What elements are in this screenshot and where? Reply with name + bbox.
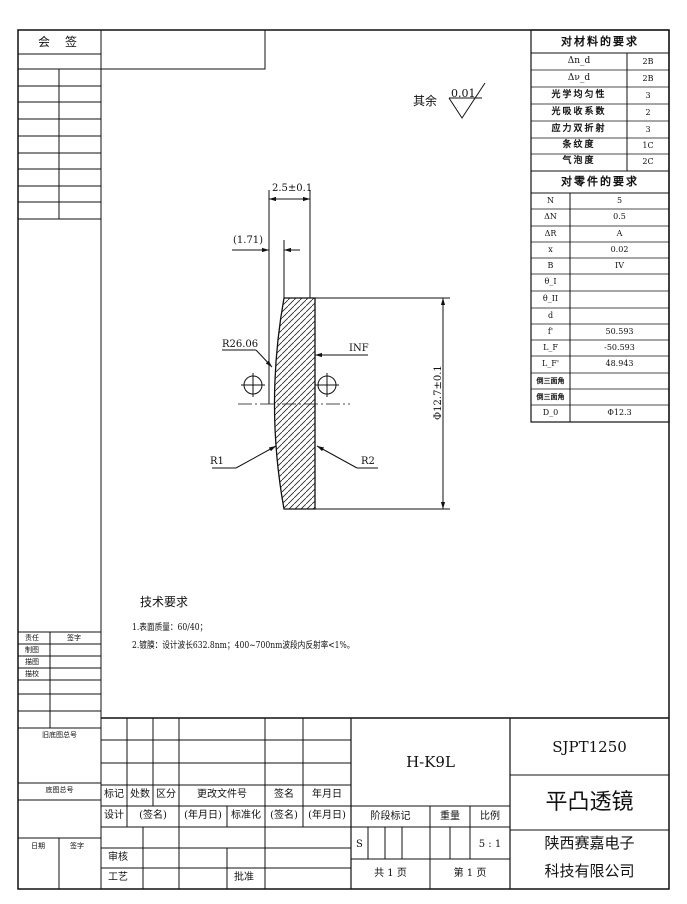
- tech-req-title: 技术要求: [140, 595, 189, 609]
- part-param: f': [547, 327, 554, 336]
- sheet-border: [17, 29, 670, 890]
- part-value: A: [616, 229, 623, 238]
- material-param: 条纹度: [562, 140, 596, 150]
- part-param: x: [548, 245, 553, 254]
- rev-header: 处数: [130, 789, 150, 800]
- stamp-header-sign: 签字: [67, 634, 81, 642]
- rev-header: 更改文件号: [197, 789, 247, 800]
- sign-row-cell: (签名): [139, 810, 167, 821]
- stage-mark: S: [356, 839, 363, 850]
- material-value: 2B: [642, 57, 654, 66]
- sheet-number: 第 1 页: [453, 868, 487, 879]
- rev-header: 区分: [156, 789, 176, 800]
- part-req-title: 对零件的要求: [561, 175, 639, 188]
- process-label: 工艺: [108, 872, 128, 883]
- surface-finish-value: 0.01: [451, 87, 476, 100]
- drawing-number: SJPT1250: [552, 738, 627, 756]
- sign-row-cell: (年月日): [308, 810, 346, 821]
- stage-label: 阶段标记: [370, 811, 411, 822]
- part-param: θ_I: [544, 277, 557, 286]
- surface-1-label: R1: [210, 456, 224, 467]
- approve-label: 批准: [234, 872, 254, 883]
- material-param: Δn_d: [567, 56, 591, 66]
- tech-req-line: 2.镀膜：设计波长632.8nm；400~700nm波段内反射率<1%。: [132, 641, 355, 651]
- stamp-row: 制图: [25, 646, 39, 654]
- part-param: ΔR: [544, 229, 557, 238]
- radius-r2-dimension: INF: [349, 343, 369, 354]
- material-req-title: 对材料的要求: [561, 35, 639, 48]
- rev-header: 年月日: [312, 789, 342, 800]
- material-value: 3: [645, 125, 651, 134]
- part-param: N: [547, 196, 554, 205]
- sign-label: 签字: [70, 842, 84, 850]
- part-param: D_0: [542, 408, 559, 417]
- weight-label: 重量: [440, 811, 460, 822]
- material-value: 2C: [642, 157, 654, 166]
- part-value: 0.5: [613, 212, 626, 221]
- part-param: θ_II: [542, 294, 559, 303]
- material-value: 2: [645, 108, 651, 117]
- rev-header: 标记: [104, 789, 124, 800]
- tech-req-line: 1.表面质量：60/40；: [132, 623, 208, 633]
- part-value: Φ12.3: [607, 408, 632, 417]
- company-name-line2: 科技有限公司: [544, 862, 635, 880]
- part-value: 48.943: [605, 359, 634, 368]
- part-value: 50.593: [605, 327, 634, 336]
- sign-row-cell: 设计: [104, 810, 124, 821]
- material-value: 2B: [642, 74, 654, 83]
- material-name: H-K9L: [406, 753, 455, 771]
- part-value: -50.593: [604, 343, 635, 352]
- base-number-label: 底图总号: [45, 786, 74, 794]
- part-value: 5: [616, 196, 623, 205]
- part-value: IV: [615, 261, 624, 270]
- surface-finish-label: 其余: [413, 94, 438, 108]
- sign-row-cell: (签名): [270, 810, 298, 821]
- material-param: 光吸收系数: [551, 107, 607, 117]
- surface-2-label: R2: [361, 456, 375, 467]
- scale-label: 比例: [480, 811, 500, 822]
- part-value: 0.02: [610, 245, 629, 254]
- sign-row-cell: (年月日): [184, 810, 222, 821]
- part-param: ΔN: [544, 212, 557, 221]
- countersign-col2: 签: [65, 35, 78, 49]
- material-param: Δν_d: [567, 73, 591, 83]
- rev-header: 签名: [274, 789, 294, 800]
- material-param: 光学均匀性: [551, 90, 607, 100]
- part-param: L_F: [543, 343, 558, 352]
- old-base-number-label: 旧底图总号: [42, 731, 77, 739]
- radius-r1-dimension: R26.06: [222, 339, 259, 350]
- stamp-row: 描校: [25, 670, 39, 678]
- edge-thickness-dimension: (1.71): [233, 235, 264, 246]
- diameter-dimension: Φ12.7±0.1: [433, 365, 444, 420]
- part-param: L_F': [541, 359, 560, 368]
- countersign-col1: 会: [38, 35, 51, 49]
- lens-section: [212, 82, 486, 510]
- material-param: 应力双折射: [551, 124, 607, 134]
- part-param: B: [547, 261, 554, 270]
- date-label: 日期: [31, 842, 45, 850]
- review-label: 审核: [108, 852, 128, 863]
- part-name: 平凸透镜: [545, 790, 634, 815]
- part-param: 倒三面角: [536, 392, 565, 401]
- material-value: 3: [645, 91, 651, 100]
- material-value: 1C: [642, 141, 654, 150]
- part-param: 倒三面角: [536, 376, 565, 385]
- total-sheets: 共 1 页: [374, 868, 407, 879]
- company-name-line1: 陕西赛嘉电子: [544, 834, 635, 852]
- stamp-row: 描图: [25, 658, 39, 666]
- thickness-dimension: 2.5±0.1: [272, 183, 313, 194]
- sign-row-cell: 标准化: [231, 810, 261, 821]
- material-param: 气泡度: [562, 156, 596, 166]
- scale-value: 5 : 1: [478, 839, 502, 850]
- part-param: d: [547, 311, 554, 320]
- stamp-header-resp: 责任: [25, 634, 39, 642]
